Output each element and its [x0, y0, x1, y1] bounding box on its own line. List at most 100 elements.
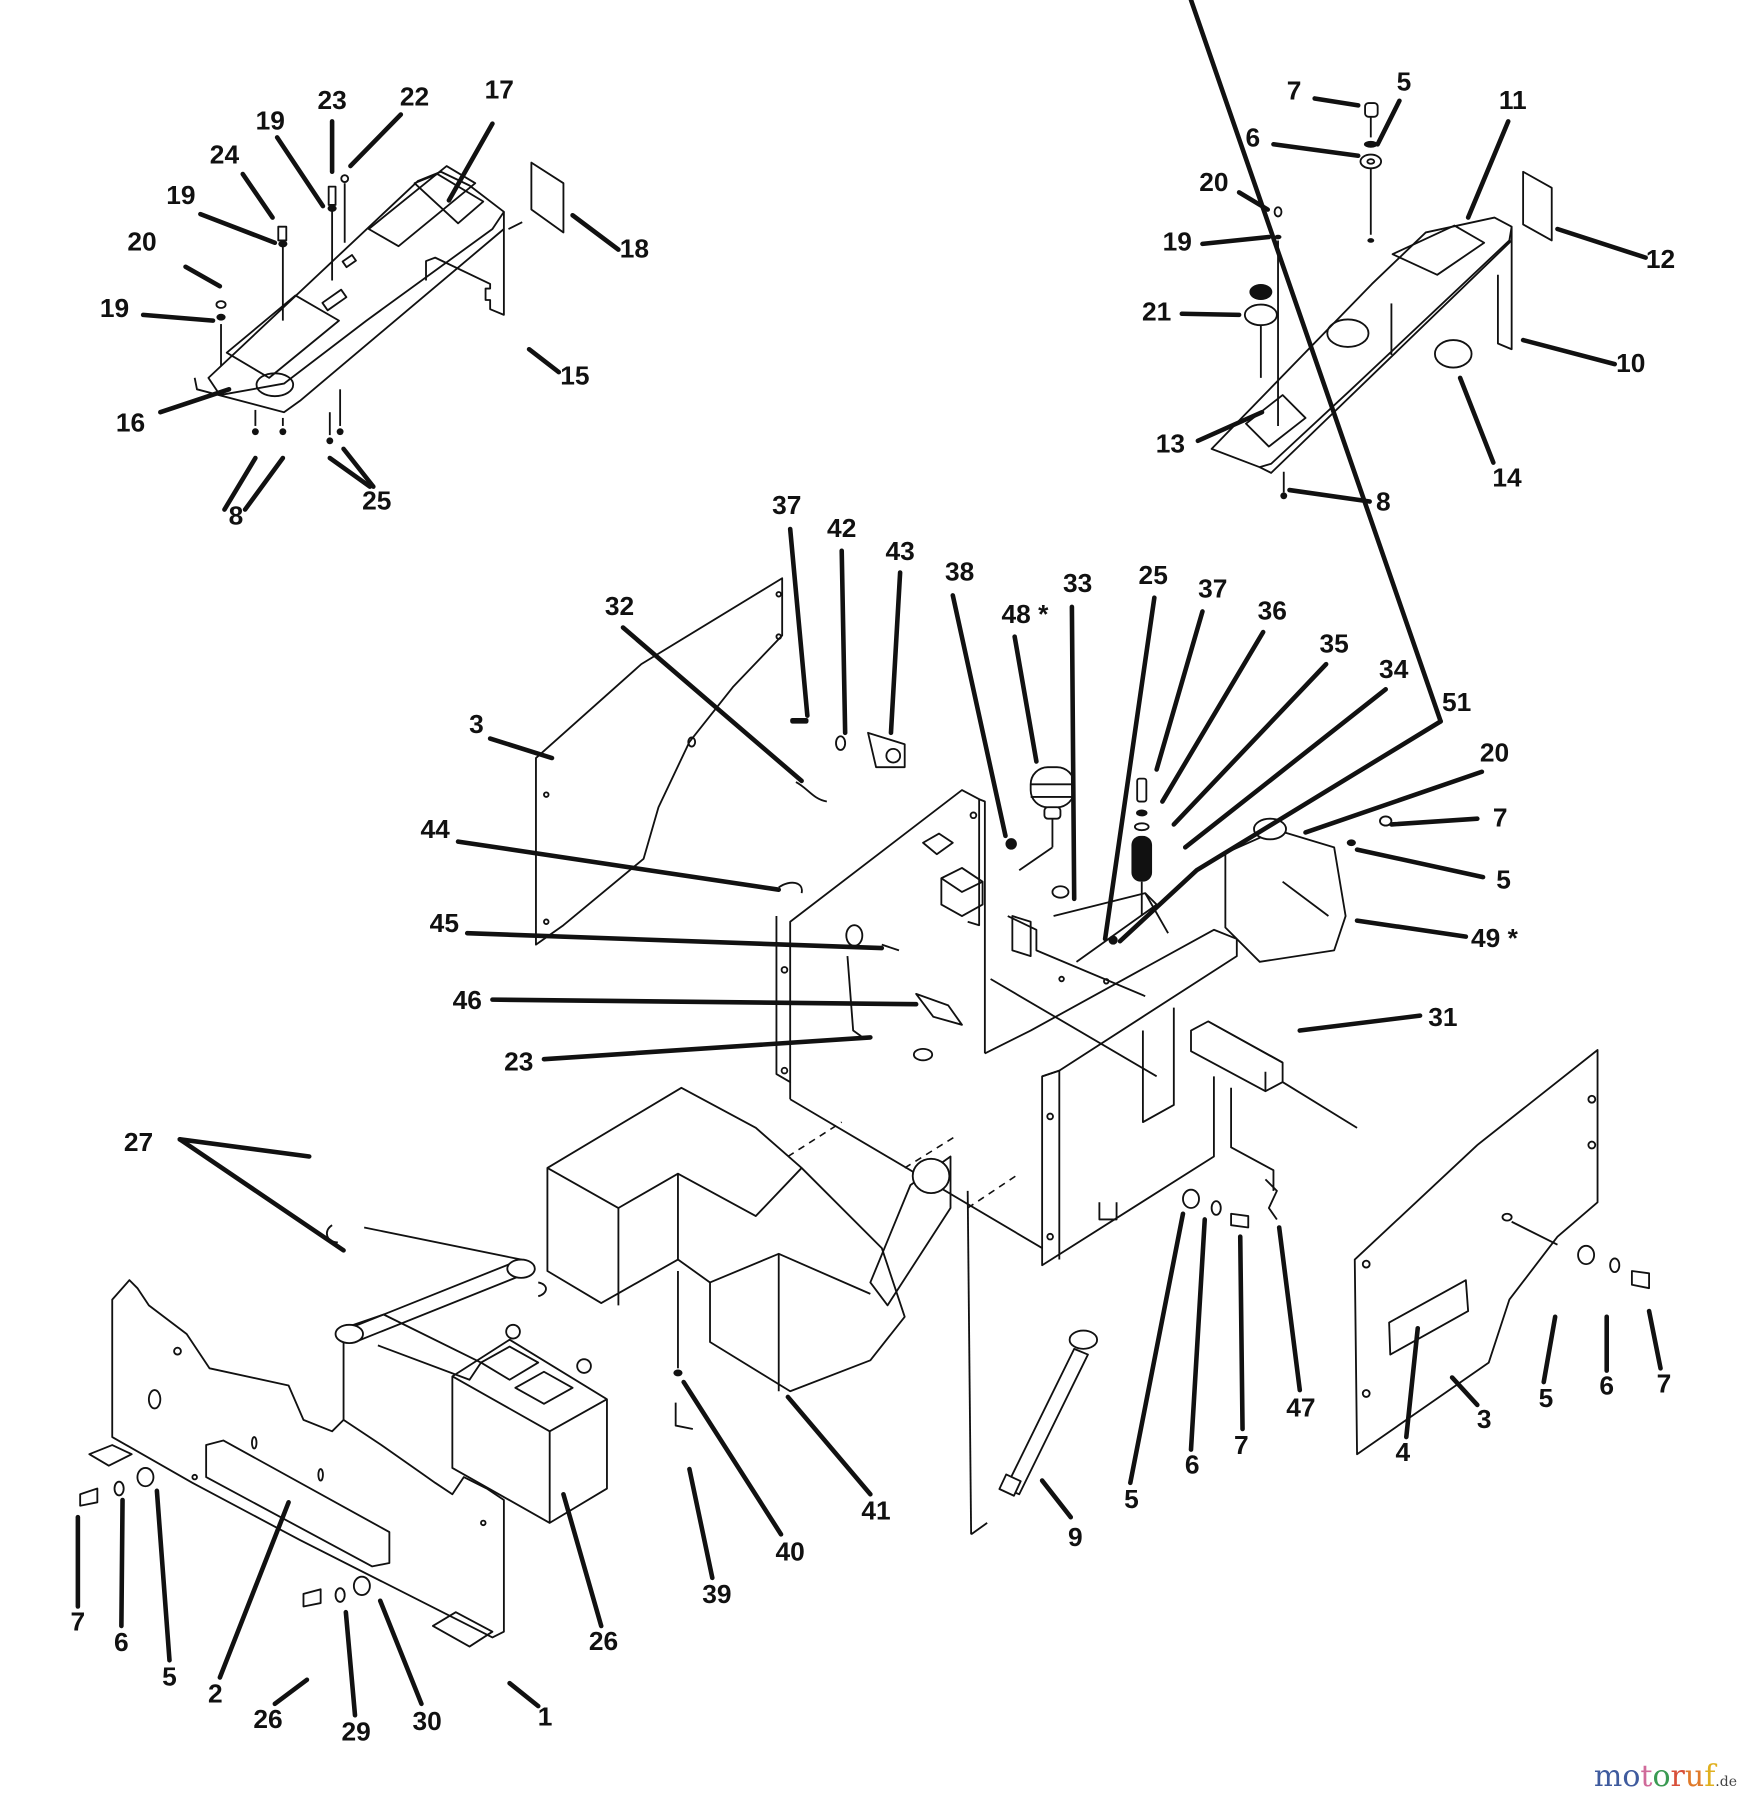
callout-label-45: 45 [430, 908, 459, 938]
leader-line [541, 1035, 873, 1062]
leader-line [507, 1680, 541, 1709]
leader-line [183, 264, 223, 289]
console-panel-left [193, 165, 505, 414]
leader-line [1457, 375, 1496, 465]
leader-line [177, 1137, 312, 1159]
leader-line [1646, 1308, 1663, 1371]
leader-line [1237, 1234, 1245, 1432]
leader-line [242, 455, 286, 512]
leader-lines [75, 0, 1663, 1718]
leader-line [1188, 0, 1443, 724]
callout-label-43: 43 [885, 536, 914, 566]
callout-label-36: 36 [1258, 595, 1287, 625]
callout-label-30: 30 [413, 1706, 442, 1736]
callout-label-48: 48 * [1002, 599, 1050, 629]
fill-neck [869, 1155, 988, 1536]
dipstick-9 [998, 1329, 1099, 1497]
oil-filter-48 [1018, 766, 1076, 871]
leader-line [240, 171, 275, 220]
leader-line [787, 526, 810, 718]
leader-line [446, 121, 495, 203]
leader-line [274, 135, 326, 209]
leader-line [1297, 1013, 1423, 1033]
leader-line [1541, 1314, 1558, 1385]
leader-line [119, 1497, 125, 1629]
callout-label-26: 26 [589, 1626, 618, 1656]
callout-label-5: 5 [1397, 66, 1412, 96]
leader-line [140, 312, 216, 323]
callout-label-25: 25 [1139, 560, 1168, 590]
hardware-bottom [79, 1178, 1650, 1608]
callout-label-8: 8 [1376, 487, 1391, 517]
leader-line [1389, 816, 1480, 827]
callout-label-39: 39 [702, 1579, 731, 1609]
callout-label-7: 7 [1287, 76, 1302, 106]
callout-label-5: 5 [1496, 865, 1511, 895]
watermark-letter: o [1622, 1759, 1641, 1794]
watermark-letter: u [1684, 1759, 1705, 1794]
leader-line [570, 212, 621, 252]
watermark-letter: o [1652, 1759, 1671, 1794]
callout-label-10: 10 [1616, 348, 1645, 378]
battery-tray-1 [88, 1279, 505, 1648]
leader-line [1171, 661, 1329, 827]
leader-line [1102, 595, 1157, 942]
callout-label-5: 5 [162, 1661, 177, 1691]
decal-12 [1522, 170, 1553, 242]
leader-line [1200, 234, 1272, 247]
fuel-tank-41 [546, 1086, 906, 1393]
callout-label-40: 40 [776, 1537, 805, 1567]
leader-line [217, 1500, 291, 1680]
callout-label-51: 51 [1442, 687, 1471, 717]
callout-label-6: 6 [114, 1627, 129, 1657]
callout-label-37: 37 [772, 490, 801, 520]
callout-label-46: 46 [453, 985, 482, 1015]
callout-label-7: 7 [1657, 1368, 1672, 1398]
callout-label-20: 20 [1480, 737, 1509, 767]
main-frame [775, 789, 1238, 1267]
watermark-text: motoruf [1594, 1759, 1715, 1794]
leader-line [839, 548, 848, 736]
leader-line [1069, 604, 1077, 902]
callout-label-19: 19 [100, 293, 129, 323]
callout-label-9: 9 [1068, 1522, 1083, 1552]
leader-line [1520, 337, 1618, 367]
plug-38 [1005, 838, 1017, 850]
callout-label-31: 31 [1428, 1002, 1457, 1032]
bracket-31 [1190, 1020, 1358, 1191]
callout-label-17: 17 [485, 74, 514, 104]
callout-label-20: 20 [1199, 167, 1228, 197]
callout-label-47: 47 [1286, 1392, 1315, 1422]
callout-label-34: 34 [1379, 654, 1409, 684]
callout-label-3: 3 [469, 709, 484, 739]
watermark-letter: f [1704, 1759, 1716, 1794]
callout-label-29: 29 [342, 1716, 371, 1746]
leader-line [950, 593, 1008, 839]
leader-line [1404, 1325, 1421, 1440]
leader-line [687, 1466, 715, 1581]
callout-label-5: 5 [1124, 1484, 1139, 1514]
leader-line [1276, 1225, 1303, 1393]
callout-label-23: 23 [317, 85, 346, 115]
callout-label-33: 33 [1063, 568, 1092, 598]
decal-18 [530, 161, 565, 234]
leader-line [377, 1598, 424, 1707]
leader-line [888, 570, 903, 736]
leader-line [490, 997, 919, 1007]
watermark-letter: r [1670, 1759, 1685, 1794]
leader-line [1117, 719, 1443, 944]
callout-label-19: 19 [166, 180, 195, 210]
callout-label-19: 19 [1163, 227, 1192, 257]
callout-label-7: 7 [1493, 803, 1508, 833]
callout-label-24: 24 [210, 140, 240, 170]
callout-label-21: 21 [1142, 297, 1171, 327]
leader-line [1039, 1478, 1074, 1520]
reservoir-49 [1224, 817, 1347, 963]
leader-line [526, 346, 562, 375]
leader-line [1465, 119, 1511, 220]
callout-label-35: 35 [1320, 629, 1349, 659]
leader-line [1449, 1375, 1480, 1408]
callout-label-37: 37 [1198, 574, 1227, 604]
